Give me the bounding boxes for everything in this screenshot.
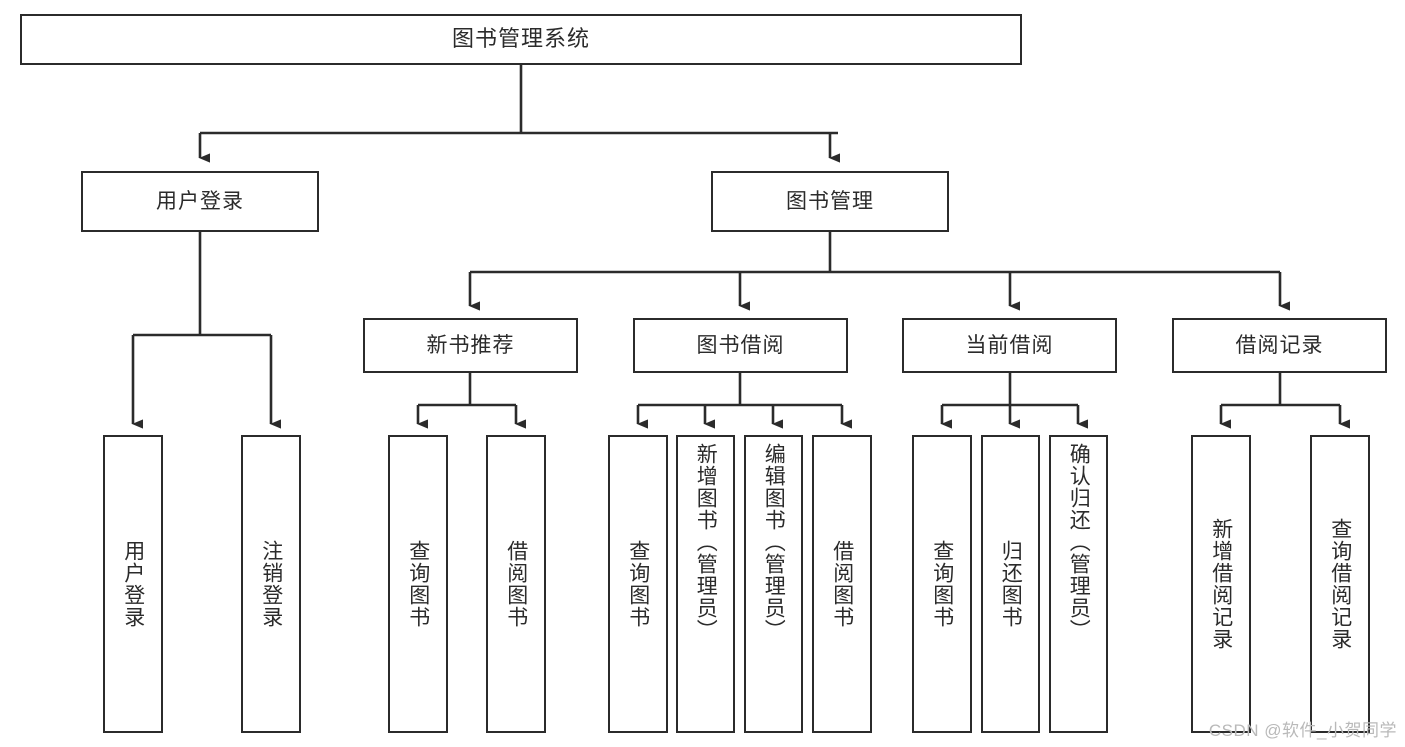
leaf-confirm-return-admin[interactable]: 确认归还（管理员） [1049,435,1108,733]
leaf-return-book[interactable]: 归还图书 [981,435,1040,733]
leaf-query-borrow-record[interactable]: 查询借阅记录 [1310,435,1370,733]
leaf-logout[interactable]: 注销登录 [241,435,301,733]
node-label: 查询图书 [406,540,430,628]
node-root-system[interactable]: 图书管理系统 [20,14,1022,65]
node-label: 借阅记录 [1235,333,1324,357]
node-label: 查询借阅记录 [1328,518,1352,650]
node-user-login[interactable]: 用户登录 [81,171,319,232]
node-label: 用户登录 [156,189,244,213]
node-label: 图书管理 [786,189,874,213]
node-label: 确认归还（管理员） [1067,443,1091,641]
leaf-query-book-current[interactable]: 查询图书 [912,435,972,733]
leaf-user-login[interactable]: 用户登录 [103,435,163,733]
node-label: 借阅图书 [830,540,854,628]
node-label: 用户登录 [121,540,145,628]
node-label: 查询图书 [626,540,650,628]
node-label: 借阅图书 [504,540,528,628]
node-label: 当前借阅 [965,333,1054,357]
node-current-borrow[interactable]: 当前借阅 [902,318,1117,373]
leaf-query-book-borrow[interactable]: 查询图书 [608,435,668,733]
watermark: CSDN @软件_小贺同学 [1208,721,1397,740]
node-book-borrow[interactable]: 图书借阅 [633,318,848,373]
leaf-add-borrow-record[interactable]: 新增借阅记录 [1191,435,1251,733]
node-label: 注销登录 [259,540,283,628]
node-label: 新书推荐 [426,333,515,357]
node-label: 查询图书 [930,540,954,628]
node-borrow-record[interactable]: 借阅记录 [1172,318,1387,373]
node-label: 新增图书（管理员） [694,443,718,641]
node-label: 图书管理系统 [451,26,590,52]
node-new-book-recommend[interactable]: 新书推荐 [363,318,578,373]
leaf-add-book-admin[interactable]: 新增图书（管理员） [676,435,735,733]
leaf-borrow-book[interactable]: 借阅图书 [812,435,872,733]
node-book-management[interactable]: 图书管理 [711,171,949,232]
leaf-edit-book-admin[interactable]: 编辑图书（管理员） [744,435,803,733]
leaf-borrow-book-recommend[interactable]: 借阅图书 [486,435,546,733]
node-label: 归还图书 [999,540,1023,628]
node-label: 编辑图书（管理员） [762,443,786,641]
leaf-query-book-recommend[interactable]: 查询图书 [388,435,448,733]
node-label: 图书借阅 [696,333,785,357]
node-label: 新增借阅记录 [1209,518,1233,650]
